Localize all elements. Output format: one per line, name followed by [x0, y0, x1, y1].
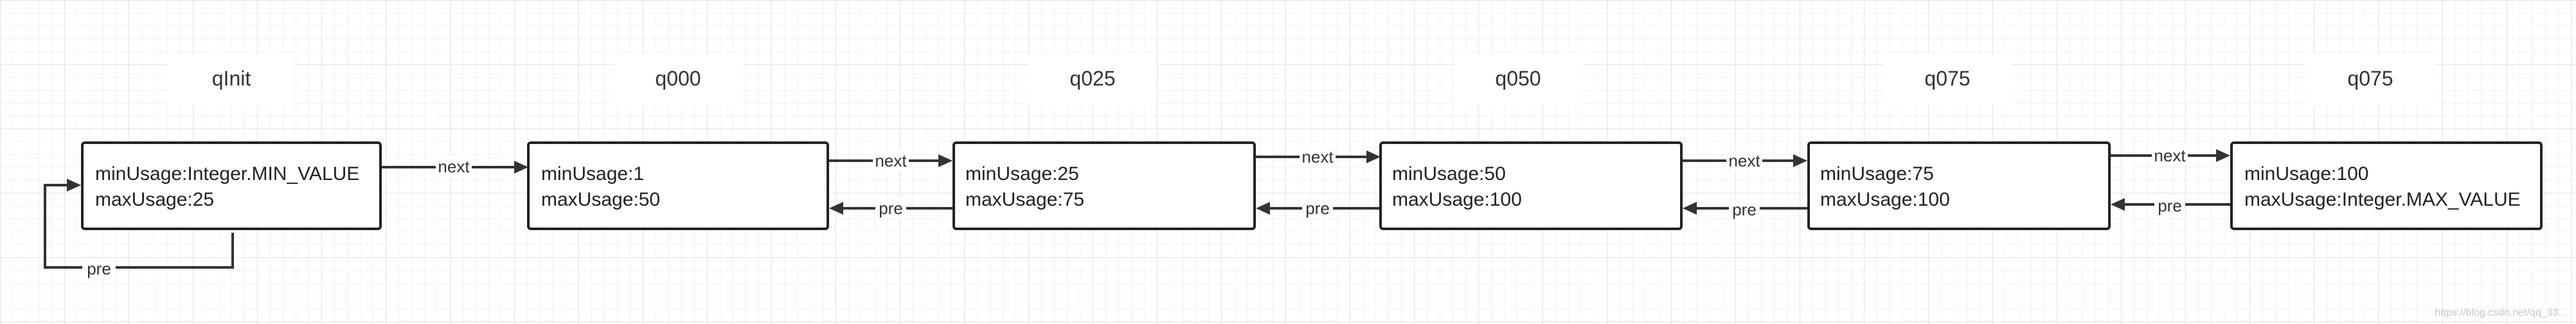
edge-label-pre: pre	[1305, 199, 1330, 218]
node-min-usage: minUsage:75	[1820, 163, 1934, 184]
node-q000: minUsage:1 maxUsage:50	[527, 141, 829, 230]
arrowhead-q050-next	[1793, 154, 1807, 167]
arrowhead-q050-pre	[1256, 202, 1270, 215]
edge-label-pre: pre	[2158, 196, 2182, 215]
node-max-usage: maxUsage:75	[965, 189, 1084, 210]
edge-label-next: next	[875, 151, 907, 170]
node-qinit: minUsage:Integer.MIN_VALUE maxUsage:25	[81, 141, 382, 230]
node-min-usage: minUsage:Integer.MIN_VALUE	[95, 163, 359, 184]
node-q025: minUsage:25 maxUsage:75	[953, 141, 1256, 230]
node-min-usage: minUsage:50	[1392, 163, 1506, 184]
arrowhead-q075-pre	[1683, 202, 1697, 215]
edge-label-pre: pre	[87, 259, 111, 278]
node-min-usage: minUsage:25	[965, 163, 1079, 184]
arrowhead-q000-next	[938, 154, 953, 167]
arrowhead-q075-next	[2216, 149, 2230, 162]
arrowhead-q025-next	[1366, 150, 1381, 163]
edge-qinit-pre-self	[44, 184, 234, 269]
node-q050: minUsage:50 maxUsage:100	[1379, 141, 1683, 230]
edge-label-next: next	[1728, 151, 1760, 170]
arrowhead-qinit-pre	[67, 179, 81, 192]
node-min-usage: minUsage:1	[541, 163, 644, 184]
edge-label-next: next	[438, 157, 470, 176]
node-max-usage: maxUsage:100	[1392, 189, 1522, 210]
node-title: qInit	[212, 67, 251, 90]
node-q075: minUsage:75 maxUsage:100	[1807, 141, 2111, 230]
node-max-usage: maxUsage:25	[95, 189, 214, 210]
edge-label-next: next	[2154, 146, 2186, 165]
edge-label-pre: pre	[879, 199, 903, 218]
edge-label-pre: pre	[1732, 200, 1757, 219]
node-q100: minUsage:100 maxUsage:Integer.MAX_VALUE	[2230, 141, 2543, 230]
node-title: q075	[2347, 67, 2393, 90]
node-max-usage: maxUsage:Integer.MAX_VALUE	[2244, 189, 2521, 210]
arrowhead-qinit-next	[514, 161, 528, 174]
node-title: q075	[1924, 67, 1970, 90]
arrowhead-q100-pre	[2111, 198, 2125, 211]
edge-label-next: next	[1301, 147, 1334, 166]
watermark: https://blog.csdn.net/qq_33...	[2435, 307, 2567, 318]
arrowhead-q025-pre	[829, 202, 843, 215]
node-max-usage: maxUsage:100	[1820, 189, 1950, 210]
node-title: q000	[655, 67, 701, 90]
node-title: q050	[1495, 67, 1541, 90]
node-max-usage: maxUsage:50	[541, 189, 660, 210]
node-title: q025	[1069, 67, 1115, 90]
node-min-usage: minUsage:100	[2244, 163, 2368, 184]
